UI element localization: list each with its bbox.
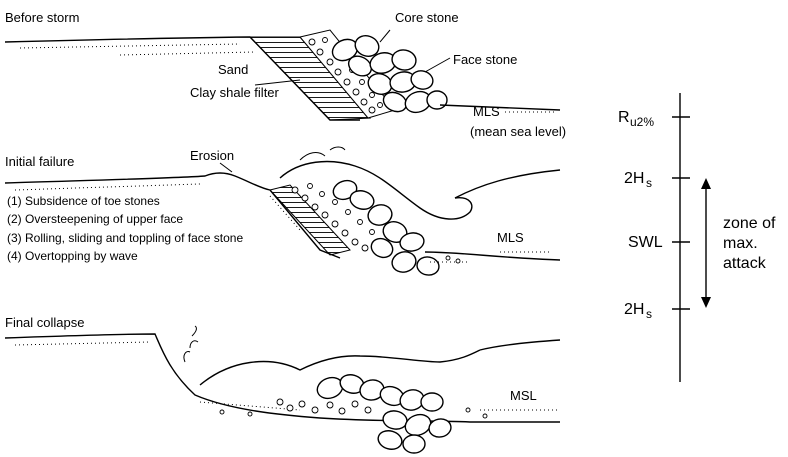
label-2hs-top-sub: s	[646, 176, 652, 190]
beach-profile-3	[5, 334, 560, 422]
wave-level-scale: R u2% 2H s SWL 2H s zone of max. attack	[618, 93, 776, 382]
label-mls-2: MLS	[497, 230, 524, 245]
failure-step-1: (1) Subsidence of toe stones	[7, 194, 160, 208]
panel-before-storm: Before storm	[5, 10, 566, 139]
leader-face-stone	[425, 58, 450, 72]
spray-3	[184, 341, 198, 362]
zone-arrow-head-down	[701, 297, 711, 308]
label-clay-shale-filter: Clay shale filter	[190, 85, 280, 100]
leader-core-stone	[380, 30, 390, 42]
label-erosion: Erosion	[190, 148, 234, 163]
face-stones-2	[331, 177, 441, 276]
scattered-pebbles	[220, 399, 487, 418]
zone-arrow-head-up	[701, 178, 711, 189]
label-core-stone: Core stone	[395, 10, 459, 25]
label-ru2-sub: u2%	[630, 115, 654, 129]
label-2hs-bottom-sub: s	[646, 307, 652, 321]
panel-title-final-collapse: Final collapse	[5, 315, 85, 330]
failure-step-4: (4) Overtopping by wave	[7, 249, 138, 263]
panel-title-initial-failure: Initial failure	[5, 154, 74, 169]
label-ru2-main: R	[618, 109, 630, 126]
label-mls: MLS	[473, 104, 500, 119]
label-swl: SWL	[628, 234, 663, 251]
leader-erosion	[220, 163, 232, 172]
collapsed-stones	[314, 372, 452, 453]
label-sand: Sand	[218, 62, 248, 77]
panel-title-before-storm: Before storm	[5, 10, 79, 25]
label-mean-sea-level: (mean sea level)	[470, 124, 566, 139]
zone-label-line-1: zone of	[723, 215, 776, 232]
label-2hs-top-main: 2H	[624, 170, 644, 187]
zone-label-line-3: attack	[723, 255, 767, 272]
failure-step-2: (2) Oversteepening of upper face	[7, 212, 183, 226]
panel-initial-failure: Initial failure	[5, 147, 560, 277]
failure-step-3: (3) Rolling, sliding and toppling of fac…	[7, 231, 243, 245]
label-face-stone: Face stone	[453, 52, 517, 67]
zone-label-line-2: max.	[723, 235, 758, 252]
panel-final-collapse: Final collapse	[5, 315, 560, 453]
spray	[300, 147, 345, 160]
label-2hs-bottom-main: 2H	[624, 301, 644, 318]
label-msl: MSL	[510, 388, 537, 403]
